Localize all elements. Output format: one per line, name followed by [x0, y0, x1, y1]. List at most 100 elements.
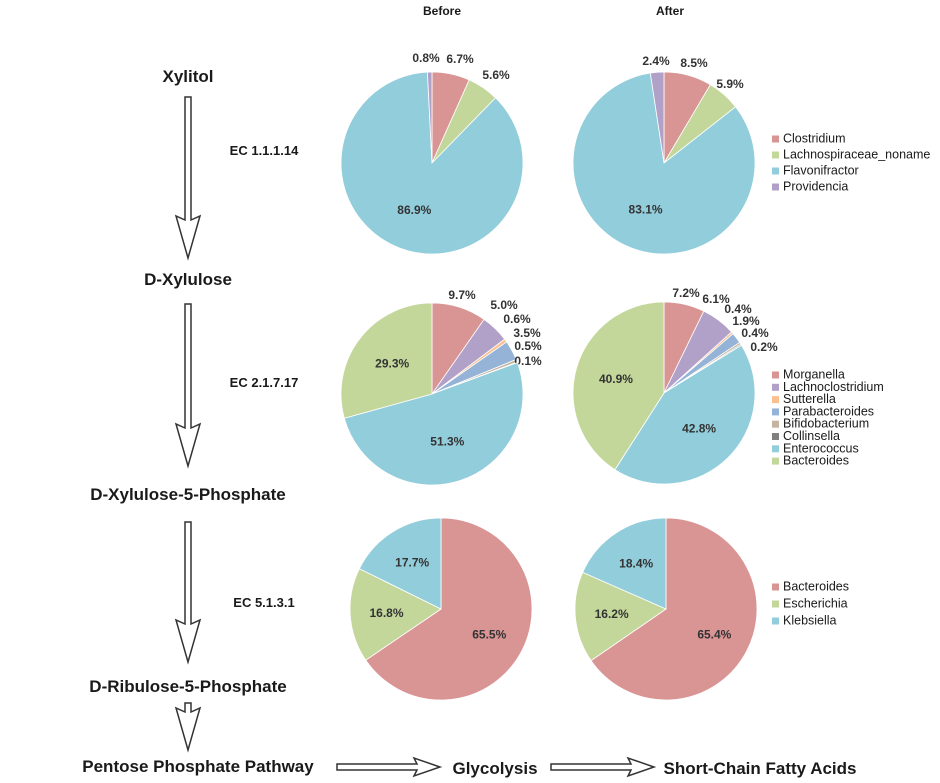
- legend-label-collinsella: Collinsella: [783, 429, 840, 443]
- pie-slice-bacteroides: [590, 517, 758, 701]
- pie-label-flavonifractor: 83.1%: [629, 203, 663, 217]
- legend-label-parabacteroides: Parabacteroides: [783, 404, 874, 418]
- pie-label-enterococcus: 42.8%: [682, 422, 716, 436]
- pie-ec-5-1-3-1-before: 65.5% 16.8% 17.7%: [349, 517, 533, 701]
- pie-slice-escherichia: [574, 571, 667, 662]
- legend-2: MorganellaLachnoclostridiumSutterellaPar…: [772, 368, 884, 468]
- legend-swatch-escherichia: [772, 600, 779, 608]
- after-header: After: [656, 4, 684, 18]
- legend-swatch-bifidobacterium: [772, 420, 779, 428]
- legend-label-bacteroides: Bacteroides: [783, 580, 849, 594]
- pie-slice-providencia: [649, 71, 665, 164]
- pie-label-clostridium: 8.5%: [680, 56, 708, 70]
- legend-label-providencia: Providencia: [783, 180, 848, 194]
- legend-swatch-lachnospiraceae-noname: [772, 151, 779, 159]
- before-header: Before: [423, 4, 461, 18]
- legend-label-lachnospiraceae-noname: Lachnospiraceae_noname: [783, 148, 930, 162]
- legend-label-enterococcus: Enterococcus: [783, 441, 859, 455]
- pie-slice-bacteroides: [572, 301, 665, 471]
- pathway-arrows: [174, 96, 657, 778]
- node-d-xylulose: D-Xylulose: [144, 270, 232, 289]
- pie-label-klebsiella: 17.7%: [395, 556, 429, 570]
- pie-label-collinsella: 0.1%: [514, 354, 542, 368]
- pie-label-lachnospiraceae-noname: 5.9%: [716, 77, 744, 91]
- pie-slice-escherichia: [349, 568, 442, 661]
- pie-label-lachnoclostridium: 5.0%: [490, 298, 518, 312]
- legend-swatch-bacteroides: [772, 457, 779, 465]
- legend-label-flavonifractor: Flavonifractor: [783, 164, 859, 178]
- pie-label-sutterella: 0.6%: [503, 312, 531, 326]
- pie-slice-flavonifractor: [340, 71, 524, 255]
- pie-label-escherichia: 16.2%: [595, 607, 629, 621]
- pie-slice-providencia: [427, 71, 433, 164]
- arrow-xylitol-to-xylulose: [174, 96, 202, 261]
- pie-slice-enterococcus: [343, 362, 524, 486]
- pie-label-lachnoclostridium: 6.1%: [702, 292, 730, 306]
- legend-label-sutterella: Sutterella: [783, 392, 836, 406]
- legend-1: ClostridiumLachnospiraceae_nonameFlavoni…: [772, 132, 930, 194]
- pie-label-bacteroides: 40.9%: [599, 372, 633, 386]
- pie-label-enterococcus: 51.3%: [430, 435, 464, 449]
- pie-label-flavonifractor: 86.9%: [397, 203, 431, 217]
- pie-slice-bacteroides: [365, 517, 533, 701]
- legend-swatch-clostridium: [772, 135, 779, 143]
- arrow-ppp-to-glycolysis: [336, 756, 443, 778]
- arrow-glycolysis-to-scfa: [550, 756, 657, 778]
- pie-label-collinsella: 0.2%: [750, 340, 778, 354]
- legend-label-escherichia: Escherichia: [783, 597, 848, 611]
- pie-slice-klebsiella: [582, 517, 667, 610]
- legend-swatch-morganella: [772, 371, 779, 379]
- pie-label-escherichia: 16.8%: [370, 606, 404, 620]
- pie-label-bifidobacterium: 0.4%: [741, 326, 769, 340]
- pie-label-providencia: 0.8%: [412, 51, 440, 65]
- arrow-xylulose-to-x5p: [174, 303, 202, 469]
- enzyme-label-2: EC 2.1.7.17: [230, 375, 299, 390]
- pie-label-sutterella: 0.4%: [724, 302, 752, 316]
- arrow-ru5p-to-ppp: [174, 702, 202, 753]
- pie-label-bacteroides: 65.4%: [697, 627, 731, 641]
- pie-ec-2-1-7-17-before: 9.7% 5.0%0.6%3.5%0.5%0.1% 51.3% 29.3%: [340, 288, 542, 486]
- legend-swatch-bacteroides: [772, 583, 779, 591]
- node-d-ribulose-5-phosphate: D-Ribulose-5-Phosphate: [89, 677, 286, 696]
- legend-swatch-enterococcus: [772, 445, 779, 453]
- pie-slice-bacteroides: [340, 302, 433, 419]
- pie-label-parabacteroides: 3.5%: [513, 326, 541, 340]
- enzyme-label-1: EC 1.1.1.14: [230, 143, 299, 158]
- legend-swatch-klebsiella: [772, 617, 779, 625]
- node-d-xylulose-5-phosphate: D-Xylulose-5-Phosphate: [90, 485, 286, 504]
- pie-slice-enterococcus: [614, 344, 756, 485]
- legend-swatch-collinsella: [772, 433, 779, 440]
- pie-ec-2-1-7-17-after: 7.2%6.1%0.4%1.9%0.4%0.2%42.8%40.9%: [572, 286, 778, 485]
- legend-swatch-providencia: [772, 183, 779, 191]
- legend-swatch-parabacteroides: [772, 408, 779, 416]
- pie-label-morganella: 7.2%: [672, 286, 700, 300]
- pie-label-klebsiella: 18.4%: [619, 556, 653, 570]
- legend-swatch-flavonifractor: [772, 167, 779, 175]
- pie-label-lachnospiraceae-noname: 5.6%: [482, 68, 510, 82]
- legend-swatch-sutterella: [772, 396, 779, 404]
- pie-slice-klebsiella: [358, 517, 442, 610]
- pie-label-bacteroides: 65.5%: [472, 628, 506, 642]
- pie-ec-1-1-1-14-after: 8.5% 5.9% 83.1% 2.4%: [572, 54, 756, 255]
- pie-label-bifidobacterium: 0.5%: [514, 339, 542, 353]
- node-xylitol: Xylitol: [162, 67, 213, 86]
- pie-ec-5-1-3-1-after: 65.4% 16.2% 18.4%: [574, 517, 758, 701]
- legend-label-bacteroides: Bacteroides: [783, 454, 849, 468]
- arrow-x5p-to-ru5p: [174, 521, 202, 665]
- pie-label-clostridium: 6.7%: [446, 52, 474, 66]
- pie-charts: 6.7% 5.6% 86.9% 0.8% 8.5% 5.9% 83.1% 2.4% 9.7% 5.…: [340, 51, 778, 701]
- downstream-short-chain-fatty-acids: Short-Chain Fatty Acids: [664, 759, 857, 778]
- legend-label-bifidobacterium: Bifidobacterium: [783, 417, 869, 431]
- pie-slice-flavonifractor: [572, 72, 756, 255]
- legend-label-morganella: Morganella: [783, 368, 845, 382]
- pie-label-providencia: 2.4%: [642, 54, 670, 68]
- pie-label-bacteroides: 29.3%: [375, 357, 409, 371]
- legend-label-lachnoclostridium: Lachnoclostridium: [783, 380, 884, 394]
- downstream-pentose-phosphate-pathway: Pentose Phosphate Pathway: [82, 757, 314, 776]
- pie-label-parabacteroides: 1.9%: [732, 314, 760, 328]
- pie-ec-1-1-1-14-before: 6.7% 5.6% 86.9% 0.8%: [340, 51, 524, 255]
- pie-label-morganella: 9.7%: [448, 288, 476, 302]
- legend-label-klebsiella: Klebsiella: [783, 614, 837, 628]
